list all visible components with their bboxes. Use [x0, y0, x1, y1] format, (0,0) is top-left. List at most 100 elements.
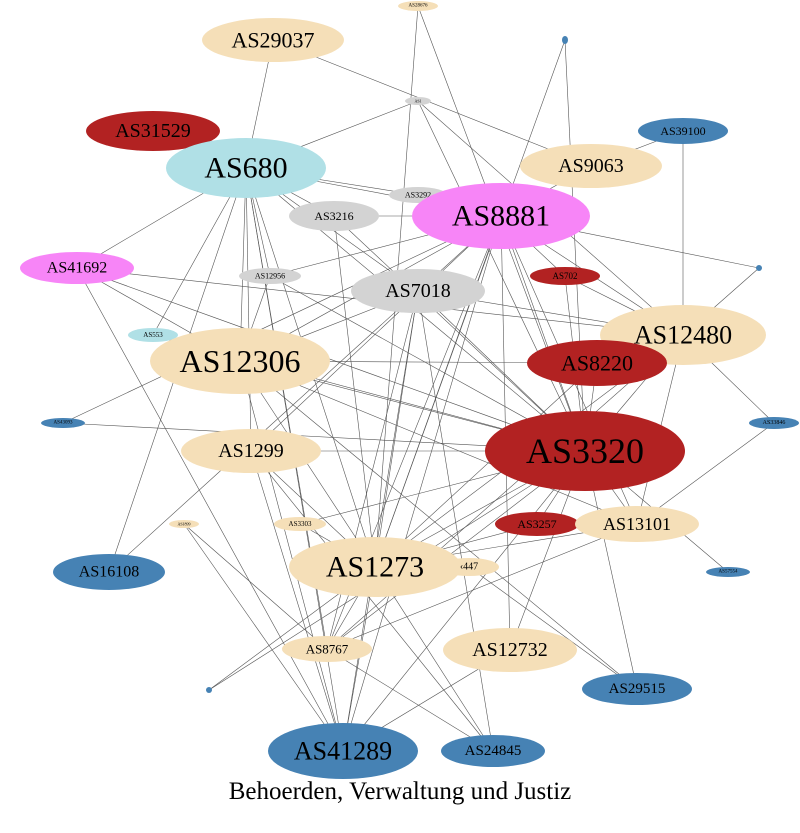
node-shape[interactable] — [289, 201, 379, 231]
node-as553[interactable]: AS553 — [128, 328, 178, 342]
edge-as-left-small-as8881 — [62, 215, 502, 424]
node-as24845[interactable]: AS24845 — [441, 735, 545, 767]
edge-as1299-as24845 — [250, 450, 494, 752]
node-shape[interactable] — [495, 512, 579, 536]
node-as31529[interactable]: AS31529 — [86, 111, 220, 151]
node-shape[interactable] — [41, 418, 85, 428]
node-label: AS13101 — [603, 514, 671, 534]
node-as447[interactable]: ‹447 — [439, 558, 499, 576]
node-as29037[interactable]: AS29037 — [202, 18, 344, 62]
node-label: AS8881 — [452, 200, 550, 233]
node-label: AS8220 — [561, 351, 633, 376]
node-label: AS41692 — [47, 260, 107, 277]
node-as9063[interactable]: AS9063 — [520, 144, 662, 188]
node-label: AS3292 — [405, 191, 431, 200]
node-shape[interactable] — [206, 687, 212, 693]
node-shape[interactable] — [128, 328, 178, 342]
node-as16108[interactable]: AS16108 — [53, 554, 165, 590]
node-shape[interactable] — [441, 735, 545, 767]
node-label: AS1299 — [218, 440, 284, 462]
node-as3303[interactable]: AS3303 — [274, 517, 326, 531]
node-as41692[interactable]: AS41692 — [20, 252, 134, 284]
node-label: AS8767 — [306, 642, 349, 657]
node-shape[interactable] — [268, 723, 418, 779]
node-as7018[interactable]: AS7018 — [351, 269, 485, 313]
node-label: AS33846 — [763, 420, 786, 426]
graph-caption: Behoerden, Verwaltung und Justiz — [228, 778, 572, 805]
node-shape[interactable] — [638, 118, 728, 144]
node-as41289[interactable]: AS41289 — [268, 723, 418, 779]
node-shape[interactable] — [405, 97, 431, 105]
node-shape[interactable] — [150, 328, 330, 394]
node-as3320[interactable]: AS3320 — [485, 411, 685, 491]
node-as-dot-tr[interactable] — [562, 36, 568, 44]
node-as12732[interactable]: AS12732 — [443, 628, 577, 672]
node-as1273[interactable]: AS1273 — [289, 537, 461, 597]
node-label: AS3320 — [526, 431, 644, 471]
node-as12306[interactable]: AS12306 — [150, 328, 330, 394]
node-shape[interactable] — [398, 1, 438, 11]
node-as3257[interactable]: AS3257 — [495, 512, 579, 536]
edge-as8767-as24845 — [326, 648, 494, 752]
node-shape[interactable] — [562, 36, 568, 44]
edge-as8881-as41289 — [342, 215, 502, 752]
node-shape[interactable] — [582, 673, 692, 705]
node-shape[interactable] — [53, 554, 165, 590]
node-as8881[interactable]: AS8881 — [412, 183, 590, 249]
node-shape[interactable] — [181, 429, 321, 473]
node-as702[interactable]: AS702 — [530, 267, 600, 285]
node-as-dot-r[interactable] — [756, 265, 762, 271]
edge-as1273-as24845 — [374, 566, 494, 752]
node-label: AS28676 — [409, 4, 428, 9]
node-as-tiny-left[interactable]: AS1899 — [169, 520, 199, 528]
node-shape[interactable] — [166, 138, 326, 198]
edge-as680-as1299 — [245, 167, 252, 452]
node-as3216[interactable]: AS3216 — [289, 201, 379, 231]
node-shape[interactable] — [530, 267, 600, 285]
node-as8767[interactable]: AS8767 — [282, 636, 372, 662]
node-as12956[interactable]: AS12956 — [239, 268, 301, 284]
node-as13101[interactable]: AS13101 — [575, 506, 699, 542]
node-label: ‹447 — [460, 562, 478, 573]
node-as-dot-bl[interactable] — [206, 687, 212, 693]
node-as-left-small[interactable]: AS43093 — [41, 418, 85, 428]
node-label: AS12306 — [180, 343, 301, 379]
node-as-tiny1[interactable]: AS1 — [405, 97, 431, 105]
node-label: AS24845 — [465, 743, 522, 759]
node-as57554[interactable]: AS57554 — [706, 567, 750, 577]
node-label: AS41289 — [294, 737, 392, 766]
node-shape[interactable] — [706, 567, 750, 577]
node-shape[interactable] — [274, 517, 326, 531]
node-shape[interactable] — [412, 183, 590, 249]
node-as28676[interactable]: AS28676 — [398, 1, 438, 11]
edge-as1273-as41289 — [342, 566, 376, 752]
node-as1299[interactable]: AS1299 — [181, 429, 321, 473]
node-shape[interactable] — [439, 558, 499, 576]
node-shape[interactable] — [756, 265, 762, 271]
node-as29515[interactable]: AS29515 — [582, 673, 692, 705]
node-as680[interactable]: AS680 — [166, 138, 326, 198]
node-shape[interactable] — [239, 268, 301, 284]
node-shape[interactable] — [282, 636, 372, 662]
node-shape[interactable] — [202, 18, 344, 62]
node-shape[interactable] — [485, 411, 685, 491]
node-as39100[interactable]: AS39100 — [638, 118, 728, 144]
node-shape[interactable] — [20, 252, 134, 284]
node-shape[interactable] — [169, 520, 199, 528]
node-shape[interactable] — [443, 628, 577, 672]
node-label: AS31529 — [115, 120, 191, 142]
node-label: AS12480 — [634, 321, 732, 350]
node-shape[interactable] — [86, 111, 220, 151]
edge-as-tiny-left-as8767 — [183, 523, 328, 650]
node-shape[interactable] — [520, 144, 662, 188]
edge-as8881-as1299 — [250, 215, 502, 452]
node-shape[interactable] — [749, 417, 799, 429]
node-shape[interactable] — [575, 506, 699, 542]
node-label: AS1899 — [177, 522, 190, 527]
node-shape[interactable] — [351, 269, 485, 313]
node-as33846[interactable]: AS33846 — [749, 417, 799, 429]
node-shape[interactable] — [527, 340, 667, 386]
node-as8220[interactable]: AS8220 — [527, 340, 667, 386]
node-shape[interactable] — [289, 537, 461, 597]
